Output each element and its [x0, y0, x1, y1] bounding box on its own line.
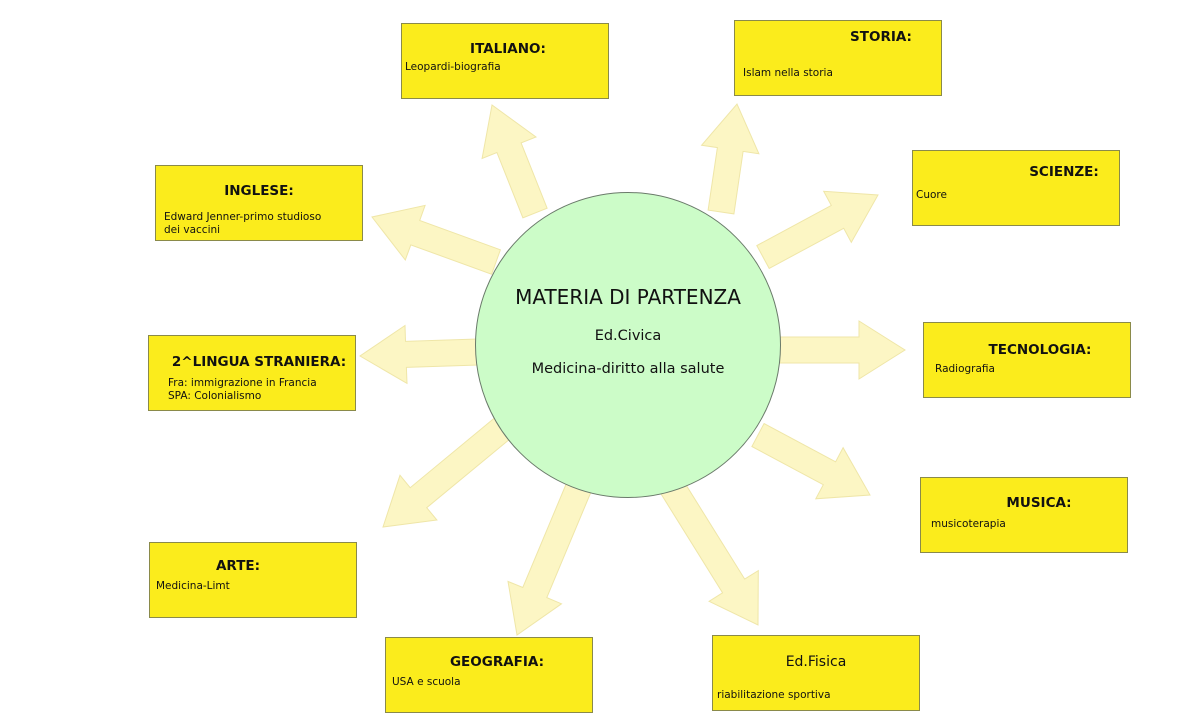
arrow-to-inglese	[371, 204, 502, 275]
subject-line: Fra: immigrazione in Francia	[168, 377, 317, 389]
center-topic: Medicina-diritto alla salute	[531, 361, 725, 377]
center-title: MATERIA DI PARTENZA	[515, 285, 741, 309]
subject-title: Ed.Fisica	[785, 654, 847, 670]
subject-box-arte: ARTE: Medicina-Limt	[149, 542, 357, 618]
subject-line: Cuore	[916, 189, 947, 201]
subject-box-musica: MUSICA: musicoterapia	[920, 477, 1128, 553]
subject-box-scienze: SCIENZE: Cuore	[912, 150, 1120, 226]
subject-box-italiano: ITALIANO: Leopardi-biografia	[401, 23, 609, 99]
arrow-to-tecnologia	[779, 320, 906, 380]
subject-title: SCIENZE:	[1029, 164, 1099, 180]
subject-box-tecnologia: TECNOLOGIA: Radiografia	[923, 322, 1131, 398]
subject-title: STORIA:	[850, 29, 912, 45]
subject-title: ARTE:	[215, 558, 261, 574]
subject-line: Medicina-Limt	[156, 580, 230, 592]
arrow-to-italiano	[481, 104, 548, 219]
subject-box-inglese: INGLESE: Edward Jenner-primo studioso de…	[155, 165, 363, 241]
subject-line: Edward Jenner-primo studioso	[164, 211, 322, 223]
subject-line: musicoterapia	[931, 518, 1006, 530]
subject-line: SPA: Colonialismo	[168, 390, 262, 402]
subject-title: TECNOLOGIA:	[988, 342, 1092, 358]
subject-line: USA e scuola	[392, 676, 461, 688]
subject-line: Islam nella storia	[743, 67, 833, 79]
subject-box-geografia: GEOGRAFIA: USA e scuola	[385, 637, 593, 713]
arrow-to-seconda-lingua	[359, 324, 479, 385]
subject-box-ed-fisica: Ed.Fisica riabilitazione sportiva	[712, 635, 920, 711]
subject-title: GEOGRAFIA:	[449, 654, 545, 670]
arrow-to-ed-fisica	[660, 479, 759, 626]
subject-line: riabilitazione sportiva	[717, 689, 831, 701]
arrow-to-scienze	[756, 190, 879, 270]
subject-line: Radiografia	[935, 363, 995, 375]
arrow-to-arte	[382, 416, 514, 528]
subject-box-seconda-lingua: 2^LINGUA STRANIERA: Fra: immigrazione in…	[148, 335, 356, 411]
subject-line: dei vaccini	[164, 224, 221, 236]
subject-box-storia: STORIA: Islam nella storia	[734, 20, 942, 96]
arrow-to-musica	[751, 422, 871, 500]
center-topic-circle: MATERIA DI PARTENZA Ed.Civica Medicina-d…	[475, 192, 781, 498]
arrow-to-geografia	[507, 481, 592, 636]
subject-title: ITALIANO:	[470, 41, 546, 57]
subject-line: Leopardi-biografia	[405, 61, 501, 73]
arrow-to-storia	[700, 103, 760, 215]
center-subject: Ed.Civica	[594, 328, 662, 344]
subject-title: 2^LINGUA STRANIERA:	[171, 354, 347, 370]
subject-title: MUSICA:	[1006, 495, 1072, 511]
subject-title: INGLESE:	[224, 183, 294, 199]
